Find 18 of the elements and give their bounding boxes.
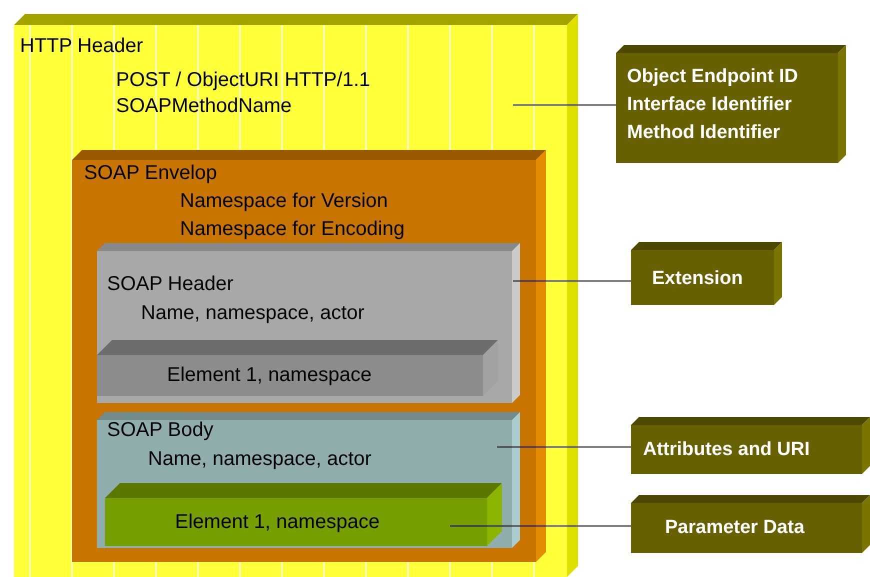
- block-text: Namespace for Version: [180, 189, 388, 213]
- block-title: SOAP Envelop: [84, 161, 218, 185]
- leader-line: [496, 446, 632, 448]
- leader-line: [512, 280, 632, 282]
- callout-text: Method Identifier: [627, 121, 780, 145]
- callout-text: Interface Identifier: [627, 93, 792, 117]
- callout-text: Object Endpoint ID: [627, 65, 798, 89]
- callout-text: Parameter Data: [665, 516, 804, 540]
- block-text: Name, namespace, actor: [141, 301, 364, 325]
- callout-text: Extension: [652, 267, 743, 291]
- leader-line: [512, 104, 616, 106]
- block-text: Element 1, namespace: [167, 363, 372, 387]
- block-title: SOAP Header: [107, 272, 234, 296]
- block-text: Name, namespace, actor: [148, 447, 372, 471]
- callout-text: Attributes and URI: [643, 438, 810, 462]
- block-title: SOAP Body: [107, 418, 214, 442]
- block-text: Element 1, namespace: [175, 510, 380, 534]
- block-text: Namespace for Encoding: [180, 217, 405, 241]
